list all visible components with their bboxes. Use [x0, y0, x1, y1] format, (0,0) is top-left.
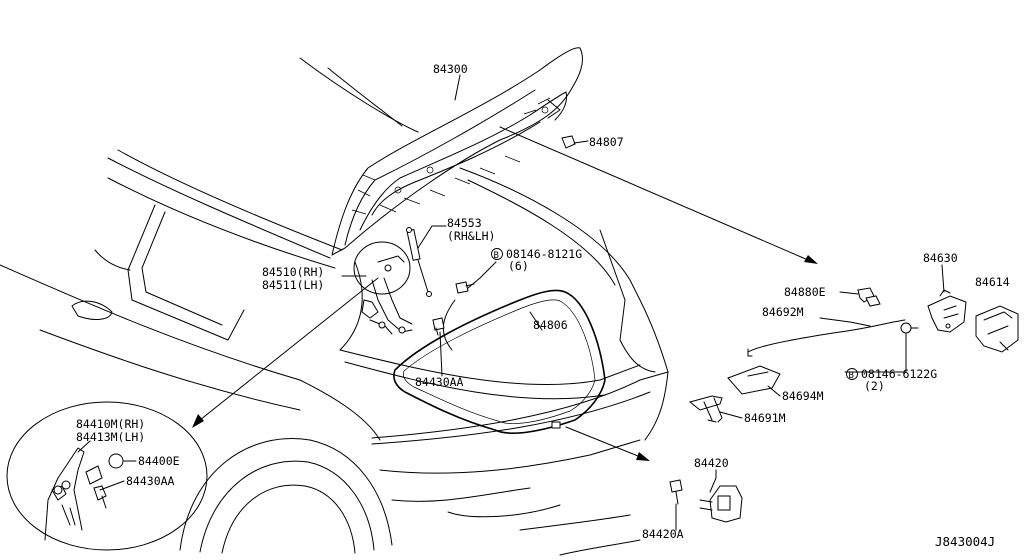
- trunk-lid: [331, 47, 583, 256]
- label-detail-hinge-rh: 84410M(RH): [76, 417, 145, 431]
- label-detail-bushing: 84400E: [138, 454, 180, 468]
- label-striker-bolt: 84420A: [642, 527, 684, 541]
- label-weatherstrip: 84806: [533, 318, 568, 332]
- diagram-id: J843004J: [935, 534, 995, 549]
- label-trunk-lid: 84300: [433, 62, 468, 76]
- label-opener-cable: 84692M: [762, 305, 804, 319]
- trunk-weatherstrip: [393, 289, 606, 434]
- vehicle-body-outline: [0, 57, 669, 556]
- label-lock-cover: 84694M: [782, 389, 824, 403]
- label-striker: 84420: [694, 456, 729, 470]
- label-cable-clip: 84880E: [784, 285, 826, 299]
- label-bolt-6122: 08146-6122G: [861, 367, 937, 381]
- label-bolt-8121: 08146-8121G: [506, 247, 582, 261]
- label-gas-stay-note: (RH&LH): [447, 229, 495, 243]
- leader-lines: [77, 74, 945, 531]
- label-detail-hinge-lh: 84413M(LH): [76, 430, 145, 444]
- bolt-symbol-circle: [491, 248, 503, 260]
- arrow-head-striker: [636, 452, 650, 461]
- bolt-symbol-letter-2: B: [849, 371, 854, 381]
- bolt-symbol-circle-2: [846, 368, 858, 380]
- label-bolt-8121-qty: (6): [508, 259, 529, 273]
- hinge-detail-circle: [6, 401, 208, 551]
- label-hinge-lh: 84511(LH): [262, 278, 324, 292]
- arrow-head-lock: [804, 255, 818, 264]
- hinge-gas-stay-detail: [353, 227, 475, 336]
- label-lock-assembly: 84630: [923, 251, 958, 265]
- label-detail-bolt: 84430AA: [126, 474, 175, 488]
- label-bolt-6122-qty: (2): [864, 379, 885, 393]
- arrow-head-detail: [192, 414, 204, 428]
- label-gas-stay: 84553: [447, 216, 482, 230]
- lock-group: [561, 135, 1019, 523]
- label-lid-bolt: 84430AA: [415, 375, 464, 389]
- pointer-arrows: [192, 126, 818, 461]
- label-hinge-rh: 84510(RH): [262, 265, 324, 279]
- callout-labels: 84300 84807 84553 (RH&LH) B 08146-8121G …: [76, 62, 1010, 549]
- label-actuator: 84614: [975, 275, 1010, 289]
- label-lid-bumper: 84807: [589, 135, 624, 149]
- label-handle-lever: 84691M: [744, 411, 786, 425]
- bolt-symbol-letter: B: [494, 251, 499, 261]
